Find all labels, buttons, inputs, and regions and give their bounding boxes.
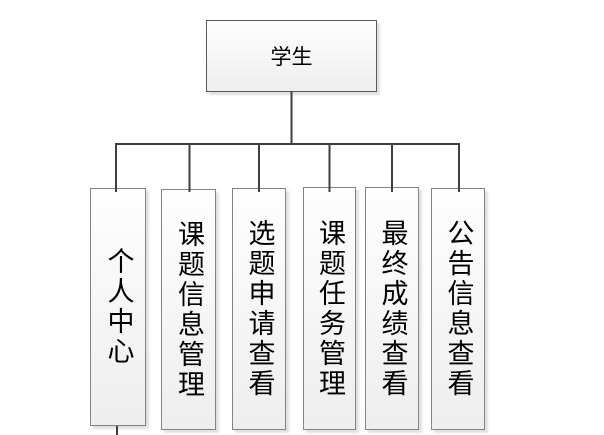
node-topic-task-management-label: 课题任务管理 [315, 218, 345, 399]
node-final-grade-view-label: 最终成绩查看 [377, 218, 408, 399]
node-personal-center: 个人中心 [90, 188, 146, 426]
node-topic-application-view: 选题申请查看 [232, 188, 286, 430]
node-personal-center-label: 个人中心 [103, 247, 134, 367]
node-topic-info-management: 课题信息管理 [161, 189, 216, 430]
node-topic-application-view-label: 选题申请查看 [244, 219, 275, 399]
node-topic-info-management-label: 课题信息管理 [174, 219, 204, 400]
node-announcement-info-view-label: 公告信息查看 [443, 219, 474, 399]
node-final-grade-view: 最终成绩查看 [365, 187, 419, 430]
node-topic-task-management: 课题任务管理 [303, 187, 356, 430]
node-student: 学生 [206, 20, 377, 92]
node-announcement-info-view: 公告信息查看 [431, 188, 485, 430]
node-student-label: 学生 [270, 46, 313, 69]
